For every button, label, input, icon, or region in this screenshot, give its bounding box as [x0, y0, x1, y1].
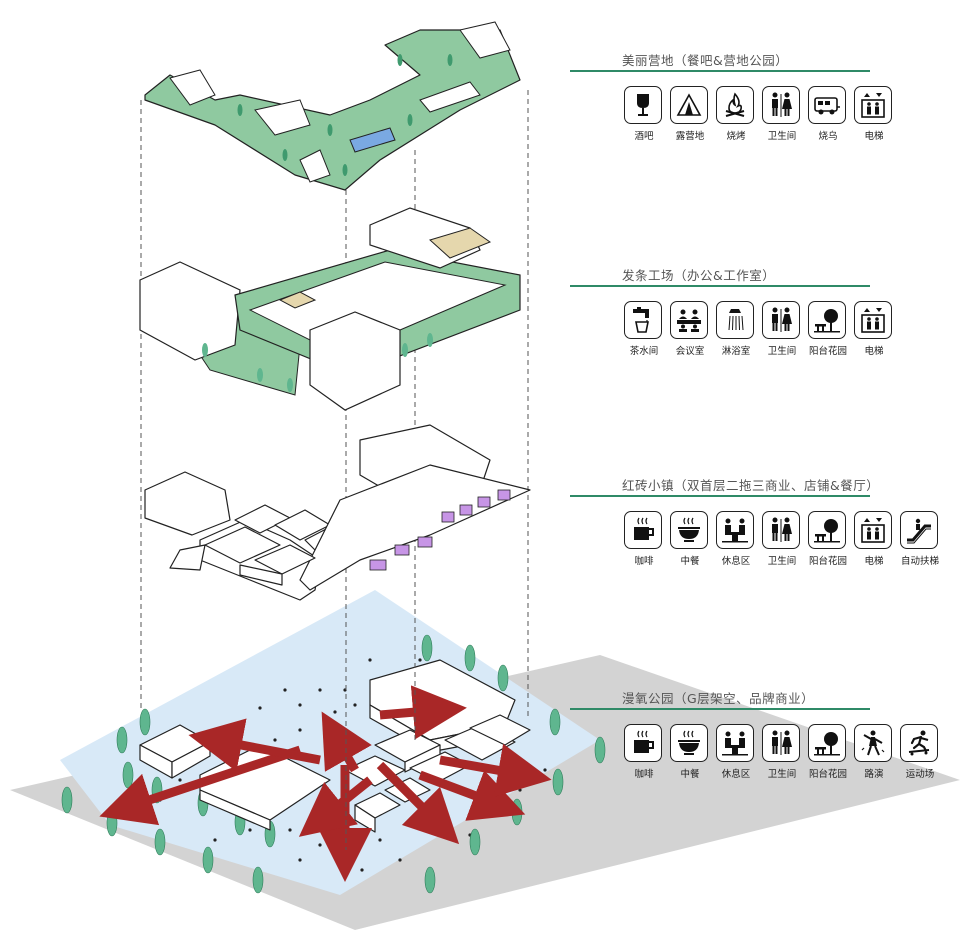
panel-title: 发条工场（办公&工作室）: [622, 268, 776, 283]
coffee-icon: [624, 511, 662, 549]
level-red-brick-town: [144, 424, 531, 601]
tent-icon: [670, 86, 708, 124]
facility-shower: 淋浴室: [716, 301, 756, 357]
camp-trees: [237, 54, 453, 176]
facility-restroom: 卫生间: [762, 511, 802, 567]
panel-title: 美丽营地（餐吧&营地公园）: [622, 53, 789, 68]
facility-label: 酒吧: [634, 131, 654, 142]
facility-meeting-room: 会议室: [670, 301, 710, 357]
facility-restroom: 卫生间: [762, 86, 802, 142]
facility-restroom: 卫生间: [762, 724, 802, 780]
lounge-icon: [716, 511, 754, 549]
facility-elevator: 电梯: [854, 511, 894, 567]
facility-label: 休息区: [721, 769, 751, 780]
rv-camper-icon: [808, 86, 846, 124]
panel-rule: [570, 495, 870, 497]
elevator-icon: [854, 301, 892, 339]
facility-chinese-food: 中餐: [670, 511, 710, 567]
circulation-arrows: [99, 685, 552, 882]
shop-windows: [369, 489, 511, 571]
office-trees: [202, 333, 433, 392]
ground-level-park: [10, 590, 960, 930]
facility-label: 会议室: [675, 346, 705, 357]
tea-faucet-icon: [624, 301, 662, 339]
restroom-icon: [762, 301, 800, 339]
garden-icon: [808, 511, 846, 549]
facility-label: 露营地: [675, 131, 705, 142]
facility-tea-room: 茶水间: [624, 301, 664, 357]
facility-rv: 烧乌: [808, 86, 848, 142]
performer-icon: [854, 724, 892, 762]
facility-lounge: 休息区: [716, 724, 756, 780]
campfire-icon: [716, 86, 754, 124]
facility-escalator: 自动扶梯: [900, 511, 940, 567]
wine-glass-icon: [624, 86, 662, 124]
facility-label: 阳台花园: [808, 556, 847, 567]
facility-label: 淋浴室: [721, 346, 751, 357]
facility-label: 阳台花园: [808, 346, 847, 357]
facility-label: 路演: [864, 769, 884, 780]
facility-label: 阳台花园: [808, 769, 847, 780]
level-beautiful-camp: [144, 21, 521, 191]
facility-sports-field: 运动场: [900, 724, 940, 780]
facility-label: 咖啡: [634, 556, 654, 567]
facility-label: 电梯: [864, 556, 884, 567]
elevator-icon: [854, 511, 892, 549]
facility-coffee: 咖啡: [624, 724, 664, 780]
meeting-icon: [670, 301, 708, 339]
coffee-icon: [624, 724, 662, 762]
panel-rule: [570, 708, 870, 710]
skateboard-icon: [900, 724, 938, 762]
restroom-icon: [762, 86, 800, 124]
panel-rule: [570, 70, 870, 72]
garden-icon: [808, 724, 846, 762]
facility-bar: 酒吧: [624, 86, 664, 142]
facility-balcony-garden: 阳台花园: [808, 301, 848, 357]
facility-lounge: 休息区: [716, 511, 756, 567]
shower-icon: [716, 301, 754, 339]
panel-title: 漫氧公园（G层架空、品牌商业）: [622, 691, 815, 706]
facility-barbecue: 烧烤: [716, 86, 756, 142]
facility-campsite: 露营地: [670, 86, 710, 142]
facility-roadshow: 路演: [854, 724, 894, 780]
facility-label: 卫生间: [767, 556, 797, 567]
facility-label: 咖啡: [634, 769, 654, 780]
panel-rule: [570, 285, 870, 287]
facility-label: 中餐: [680, 556, 700, 567]
facility-label: 中餐: [680, 769, 700, 780]
panel-title: 红砖小镇（双首层二拖三商业、店铺&餐厅）: [622, 478, 880, 493]
facility-label: 休息区: [721, 556, 751, 567]
facility-label: 卫生间: [767, 346, 797, 357]
facility-elevator: 电梯: [854, 301, 894, 357]
facility-balcony-garden: 阳台花园: [808, 511, 848, 567]
bowl-icon: [670, 724, 708, 762]
level-clockwork-factory: [139, 207, 521, 411]
facility-label: 烧烤: [726, 131, 746, 142]
garden-icon: [808, 301, 846, 339]
facility-label: 运动场: [905, 769, 935, 780]
facility-chinese-food: 中餐: [670, 724, 710, 780]
bowl-icon: [670, 511, 708, 549]
elevator-icon: [854, 86, 892, 124]
escalator-icon: [900, 511, 938, 549]
facility-label: 茶水间: [629, 346, 659, 357]
facility-label: 电梯: [864, 131, 884, 142]
restroom-icon: [762, 511, 800, 549]
facility-label: 电梯: [864, 346, 884, 357]
facility-label: 烧乌: [818, 131, 838, 142]
lounge-icon: [716, 724, 754, 762]
facility-restroom: 卫生间: [762, 301, 802, 357]
facility-label: 自动扶梯: [900, 556, 939, 567]
facility-elevator: 电梯: [854, 86, 894, 142]
facility-coffee: 咖啡: [624, 511, 664, 567]
facility-label: 卫生间: [767, 131, 797, 142]
restroom-icon: [762, 724, 800, 762]
facility-label: 卫生间: [767, 769, 797, 780]
facility-balcony-garden: 阳台花园: [808, 724, 848, 780]
